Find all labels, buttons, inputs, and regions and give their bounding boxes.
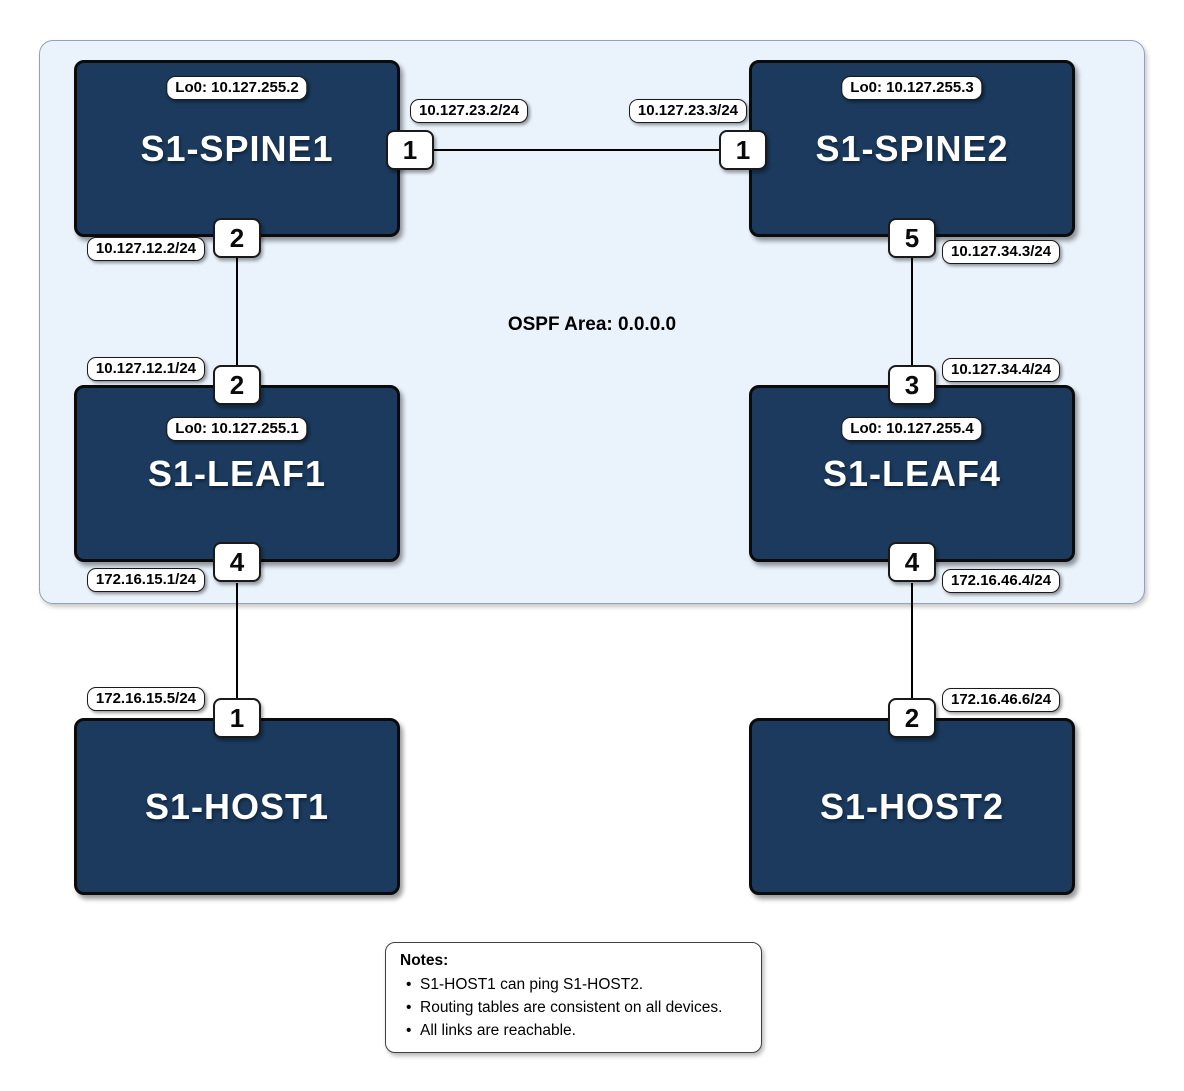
device-s1-host2: S1-HOST2: [749, 718, 1075, 895]
device-s1-leaf1: Lo0: 10.127.255.1 S1-LEAF1: [74, 385, 400, 562]
ip-label-spine1-p2: 10.127.12.2/24: [86, 237, 205, 261]
port-spine1-2: 2: [213, 218, 261, 258]
ip-label-leaf1-p4: 172.16.15.1/24: [86, 568, 205, 592]
device-s1-host1: S1-HOST1: [74, 718, 400, 895]
ip-label-host1-p1: 172.16.15.5/24: [86, 687, 205, 711]
device-s1-leaf4: Lo0: 10.127.255.4 S1-LEAF4: [749, 385, 1075, 562]
ip-label-host2-p2: 172.16.46.6/24: [942, 688, 1061, 712]
device-name-leaf4: S1-LEAF4: [822, 452, 1002, 494]
device-name-host2: S1-HOST2: [819, 785, 1005, 827]
device-name-spine1: S1-SPINE1: [140, 127, 334, 169]
link-leaf1-host1: [235, 583, 239, 698]
ospf-area-label: OSPF Area: 0.0.0.0: [507, 314, 677, 335]
link-spine1-leaf1: [235, 258, 239, 365]
port-host2-2: 2: [888, 698, 936, 738]
device-name-host1: S1-HOST1: [144, 785, 330, 827]
loopback-label-leaf1: Lo0: 10.127.255.1: [166, 417, 308, 441]
ip-label-spine2-p5: 10.127.34.3/24: [942, 240, 1061, 264]
note-item: All links are reachable.: [400, 1019, 747, 1042]
port-leaf4-4: 4: [888, 542, 936, 582]
port-leaf1-4: 4: [213, 542, 261, 582]
loopback-label-spine2: Lo0: 10.127.255.3: [841, 76, 983, 100]
ip-label-spine2-p1: 10.127.23.3/24: [628, 99, 747, 123]
port-spine1-1: 1: [386, 130, 434, 170]
notes-box: Notes: S1-HOST1 can ping S1-HOST2. Routi…: [385, 942, 762, 1053]
port-spine2-1: 1: [719, 130, 767, 170]
device-name-leaf1: S1-LEAF1: [147, 452, 327, 494]
notes-title: Notes:: [400, 952, 449, 969]
loopback-label-spine1: Lo0: 10.127.255.2: [166, 76, 308, 100]
ip-label-leaf4-p4: 172.16.46.4/24: [942, 569, 1061, 593]
port-spine2-5: 5: [888, 218, 936, 258]
device-name-spine2: S1-SPINE2: [815, 127, 1009, 169]
note-item: S1-HOST1 can ping S1-HOST2.: [400, 973, 747, 996]
link-leaf4-host2: [910, 583, 914, 698]
device-s1-spine2: Lo0: 10.127.255.3 S1-SPINE2: [749, 60, 1075, 237]
port-leaf4-3: 3: [888, 365, 936, 405]
device-s1-spine1: Lo0: 10.127.255.2 S1-SPINE1: [74, 60, 400, 237]
loopback-label-leaf4: Lo0: 10.127.255.4: [841, 417, 983, 441]
notes-list: S1-HOST1 can ping S1-HOST2. Routing tabl…: [400, 973, 747, 1042]
port-host1-1: 1: [213, 698, 261, 738]
note-item: Routing tables are consistent on all dev…: [400, 996, 747, 1019]
link-spine1-spine2: [434, 148, 719, 152]
ip-label-leaf4-p3: 10.127.34.4/24: [942, 358, 1061, 382]
link-spine2-leaf4: [910, 258, 914, 365]
port-leaf1-2: 2: [213, 365, 261, 405]
ip-label-spine1-p1: 10.127.23.2/24: [410, 99, 529, 123]
ip-label-leaf1-p2: 10.127.12.1/24: [86, 357, 205, 381]
